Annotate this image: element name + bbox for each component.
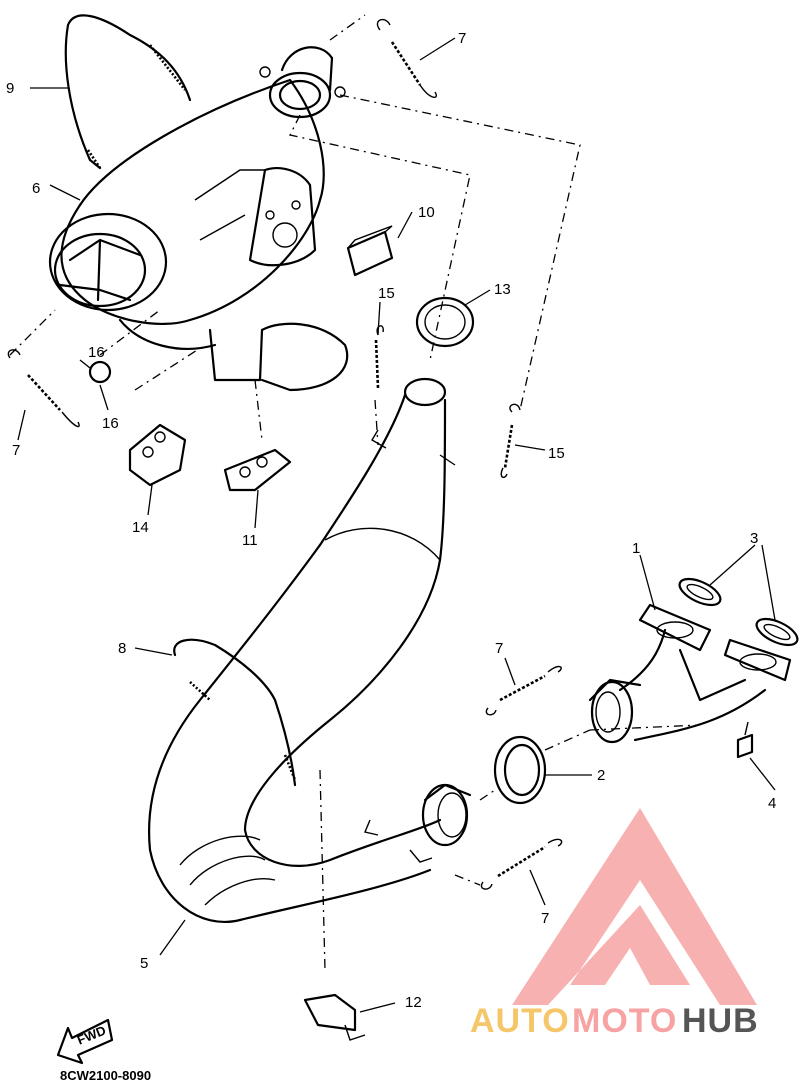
callout-7-low: 7: [541, 910, 549, 927]
callout-7-left: 7: [12, 442, 20, 459]
callout-8: 8: [118, 640, 126, 657]
callout-2: 2: [597, 767, 605, 784]
callout-labels: 9 7 6 10 13 15 16 7 16 15 14 11 1 3 8 7 …: [6, 30, 776, 1011]
callout-9: 9: [6, 80, 14, 97]
logo-triangle-icon: [512, 808, 757, 1005]
callout-11: 11: [242, 532, 258, 549]
callout-12: 12: [405, 994, 422, 1011]
spring-7-left: [7, 349, 80, 428]
band-9: [64, 14, 192, 170]
watermark-moto: MOTO: [572, 1002, 677, 1040]
callout-4: 4: [768, 795, 776, 812]
spring-15-top: [374, 325, 384, 389]
callout-7-top: 7: [458, 30, 466, 47]
watermark-logo: AUTO MOTO HUB: [470, 808, 759, 1040]
callout-3: 3: [750, 530, 758, 547]
muffler: [48, 78, 349, 392]
callout-10: 10: [418, 204, 435, 221]
watermark-auto: AUTO: [470, 1002, 570, 1040]
fwd-arrow-icon: FWD: [56, 1018, 114, 1065]
drawing-code: 8CW2100-8090: [60, 1068, 151, 1083]
gasket-13: [415, 296, 475, 348]
callout-7-mid: 7: [495, 640, 503, 657]
damper-10: [346, 225, 394, 277]
bolt-4: [736, 721, 754, 759]
callout-15-right: 15: [548, 445, 565, 462]
callout-14: 14: [132, 519, 149, 536]
callout-16-small: 16: [88, 344, 105, 361]
callout-16: 16: [102, 415, 119, 432]
exhaust-joint: [493, 735, 547, 805]
spring-15-right: [500, 403, 521, 479]
damper-11: [223, 448, 292, 492]
callout-6: 6: [32, 180, 40, 197]
callout-5: 5: [140, 955, 148, 972]
exhaust-pipe: [148, 377, 472, 923]
watermark-hub: HUB: [682, 1002, 759, 1040]
spring-7-top: [376, 18, 437, 98]
flange-gaskets: [678, 577, 799, 647]
damper-12: [303, 993, 366, 1041]
callout-15-top: 15: [378, 285, 395, 302]
band-8: [173, 638, 297, 787]
damper-14: [128, 423, 187, 487]
callout-1: 1: [632, 540, 640, 557]
muffler-outlet: [259, 46, 346, 119]
spring-7-low: [480, 838, 563, 890]
spring-7-mid: [485, 665, 562, 716]
exhaust-manifold-flange: [588, 603, 792, 744]
grommet-16: [79, 359, 112, 384]
callout-13: 13: [494, 281, 511, 298]
